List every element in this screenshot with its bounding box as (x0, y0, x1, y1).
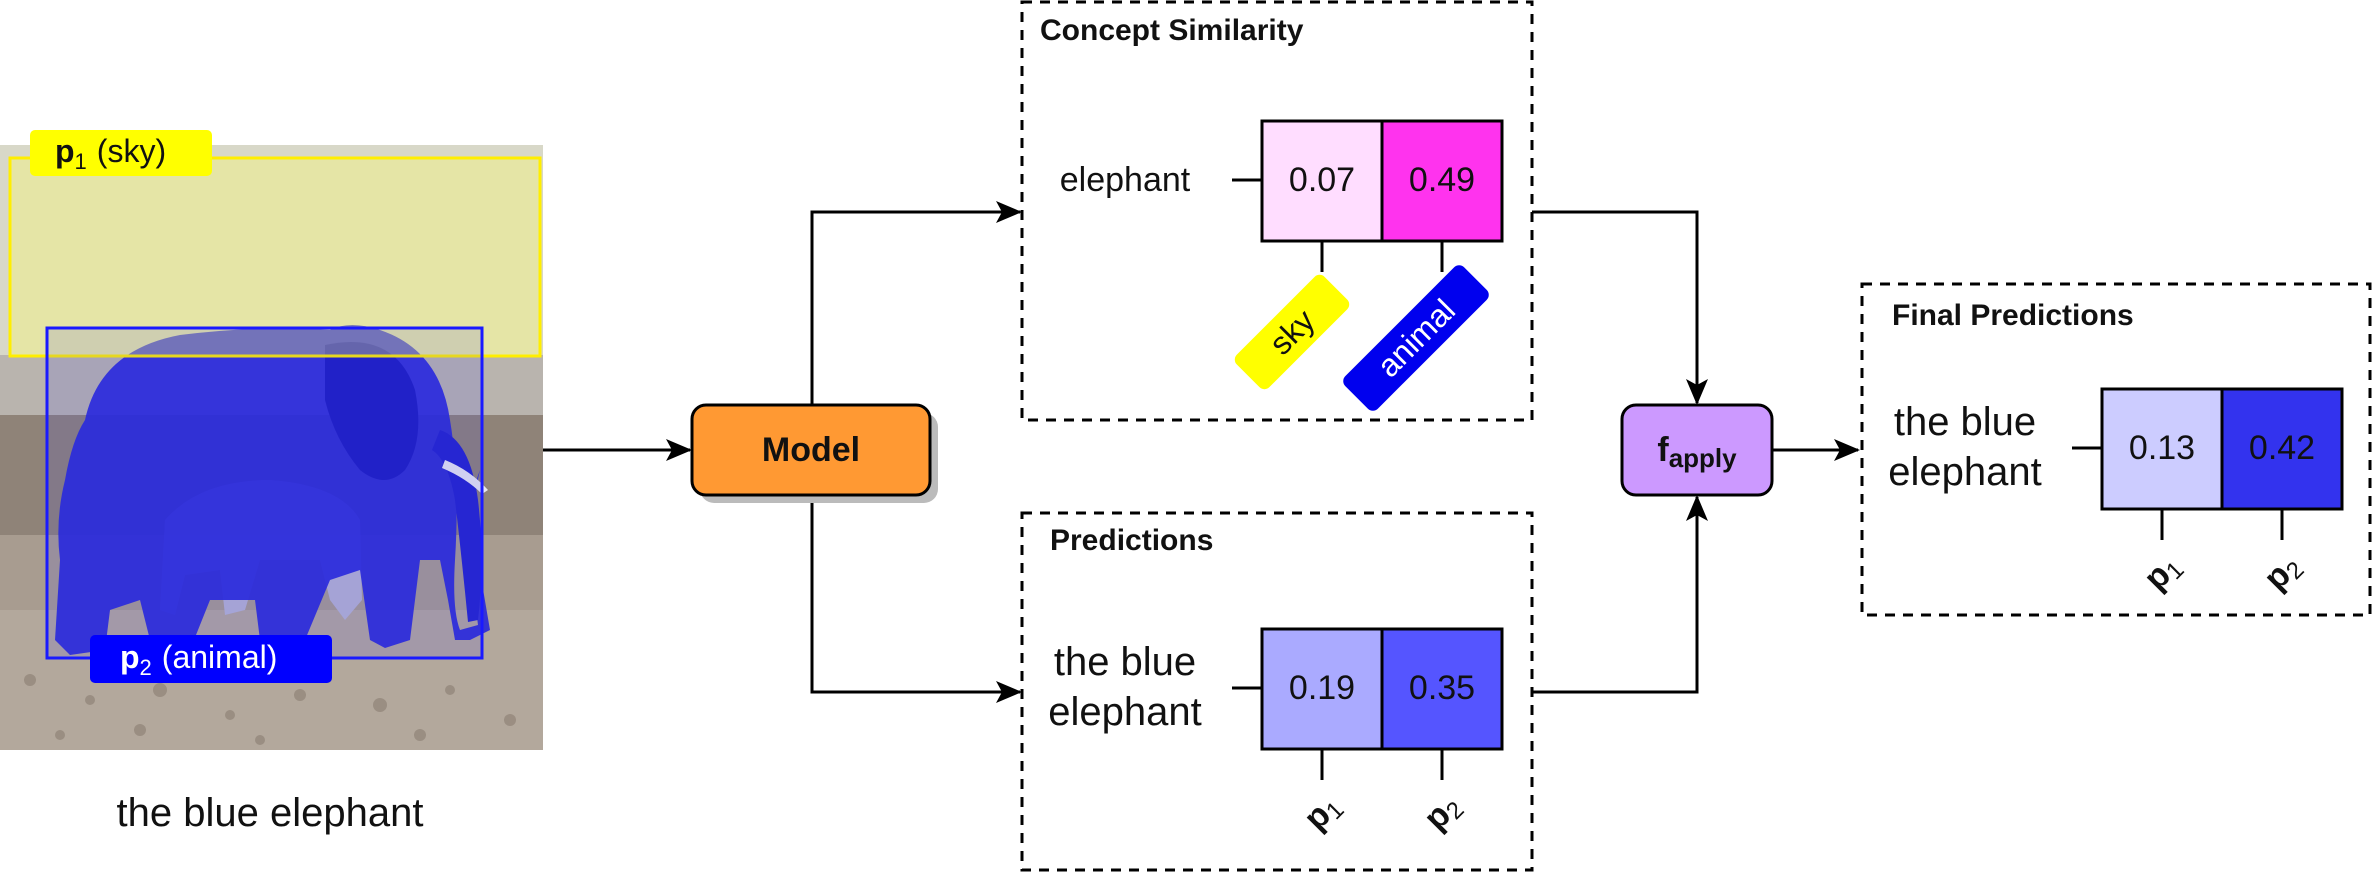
final-predictions-panel: Final Predictions the blue elephant 0.13… (1860, 282, 2372, 617)
animal-tag-background (90, 635, 332, 683)
input-image: p1(sky) p2(animal) (0, 130, 543, 750)
final-col-label-p1: p1 (2136, 546, 2189, 599)
pebble-texture (24, 674, 516, 745)
sky-region-box (8, 156, 542, 358)
predictions-cell (1380, 627, 1504, 751)
predictions-col-label-p1: p1 (1296, 786, 1349, 839)
sky-region-tag: p1(sky) (30, 130, 212, 176)
similarity-cell-value: 0.07 (1289, 161, 1355, 199)
sky-concept-tag: sky (1234, 274, 1350, 390)
sky-background (0, 145, 543, 355)
predictions-row-label-line1: the blue (1054, 640, 1196, 684)
predictions-row-label-line2: elephant (1048, 690, 1201, 734)
sky-concept-tag-background (1234, 274, 1350, 390)
model-label: Model (762, 431, 860, 469)
similarity-row-label: elephant (1060, 161, 1191, 199)
final-predictions-frame (1860, 282, 2372, 617)
model-to-similarity-arrow (810, 201, 1022, 405)
elephant-tusk (442, 460, 488, 494)
sky-tag-text: p1(sky) (55, 133, 166, 174)
animal-concept-tag: animal (1343, 265, 1489, 411)
predictions-cell-value: 0.19 (1289, 669, 1355, 707)
animal-region-tag: p2(animal) (90, 635, 332, 683)
predictions-title: Predictions (1050, 524, 1213, 557)
concept-similarity-panel: Concept Similarity elephant 0.07 0.49 sk… (1020, 0, 1534, 422)
concept-similarity-frame (1020, 0, 1534, 422)
predictions-cell-value: 0.35 (1409, 669, 1475, 707)
final-row-label-line1: the blue (1894, 400, 2036, 444)
apply-label: fapply (1657, 431, 1737, 473)
final-cell-value: 0.13 (2129, 429, 2195, 467)
similarity-cell-value: 0.49 (1409, 161, 1475, 199)
concept-similarity-title: Concept Similarity (1040, 14, 1304, 47)
animal-region-box (45, 326, 484, 660)
model-node: Model (690, 403, 938, 503)
apply-box (1620, 403, 1774, 497)
final-cell-value: 0.42 (2249, 429, 2315, 467)
final-col-label-p2: p2 (2256, 546, 2309, 599)
model-to-predictions-arrow (810, 495, 1022, 703)
animal-tag-text: p2(animal) (120, 639, 277, 680)
final-predictions-title: Final Predictions (1892, 299, 2134, 332)
predictions-col-label-p2: p2 (1416, 786, 1469, 839)
sky-tag-background (30, 130, 212, 176)
apply-node: fapply (1620, 403, 1774, 497)
final-row-label-line2: elephant (1888, 450, 2041, 494)
similarity-to-apply-arrow (1532, 210, 1708, 405)
model-box (690, 403, 932, 497)
animal-concept-tag-background (1343, 265, 1489, 411)
predictions-to-apply-arrow (1532, 495, 1708, 694)
similarity-cell (1380, 119, 1504, 243)
predictions-frame (1020, 511, 1534, 872)
similarity-cell (1260, 119, 1384, 243)
image-caption: the blue elephant (117, 791, 424, 835)
predictions-panel: Predictions the blue elephant 0.19 0.35 … (1020, 511, 1534, 872)
elephant-ear (325, 342, 419, 480)
